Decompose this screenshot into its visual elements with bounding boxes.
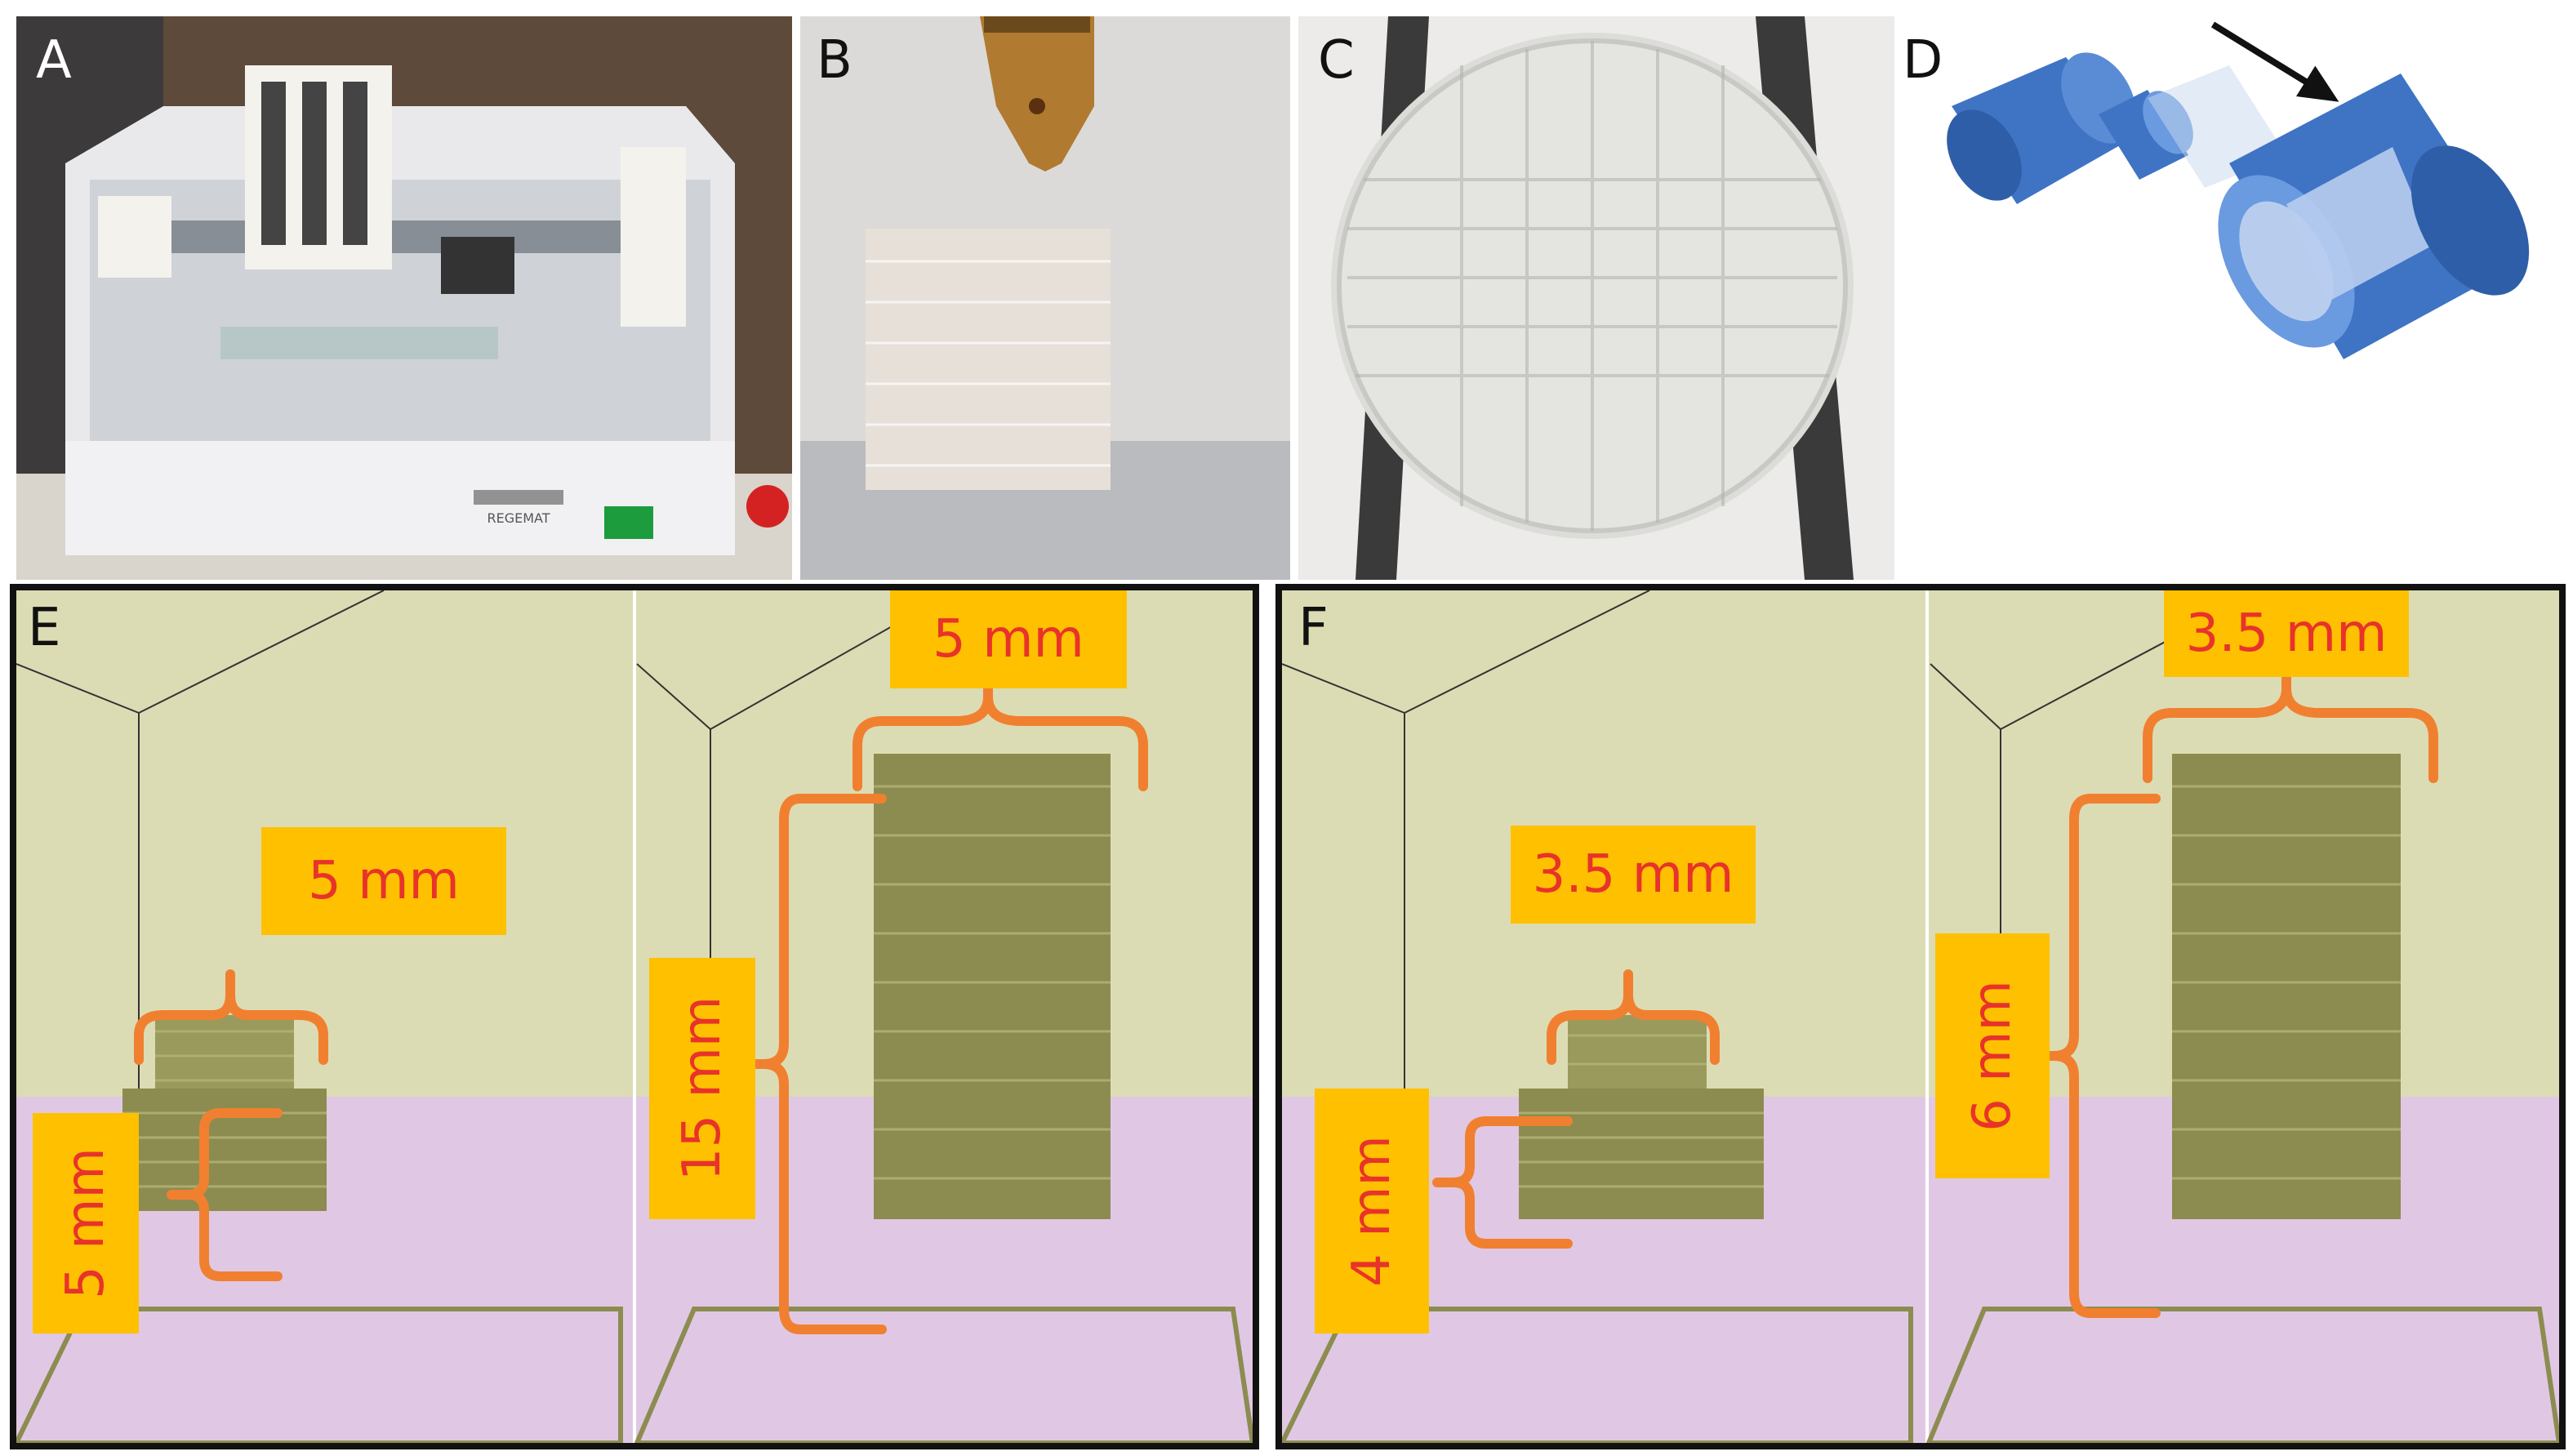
panel-f-right-width-label: 3.5 mm bbox=[2185, 603, 2388, 664]
panel-f-render: F 3.5 mm 4 mm 3.5 mm 6 mm bbox=[1282, 590, 2559, 1443]
panel-f-left-height-tag: 4 mm bbox=[1315, 1089, 1429, 1334]
panel-c-disc-photo: C bbox=[1298, 16, 1894, 580]
panel-a-label: A bbox=[36, 30, 72, 91]
panel-f-left-height-label: 4 mm bbox=[1342, 1135, 1402, 1287]
panel-f-right-height-tag: 6 mm bbox=[1935, 933, 2050, 1178]
panel-d-schematic: D bbox=[1903, 16, 2556, 580]
panel-e-left-width-tag: 5 mm bbox=[261, 827, 506, 935]
panel-f-label: F bbox=[1298, 598, 1329, 658]
panel-b-nozzle-photo: B bbox=[800, 16, 1290, 580]
panel-e-right-width-tag: 5 mm bbox=[890, 590, 1127, 688]
panel-f-frame bbox=[1275, 584, 2566, 1449]
printer-illustration: REGEMAT bbox=[16, 16, 792, 580]
panel-e-right-height-label: 15 mm bbox=[672, 995, 732, 1182]
panel-f-left-width-tag: 3.5 mm bbox=[1511, 826, 1756, 924]
panel-e-render: E 5 mm 5 mm 5 mm 15 mm bbox=[16, 590, 1253, 1443]
panel-c-label: C bbox=[1318, 30, 1355, 91]
panel-e-left-height-label: 5 mm bbox=[56, 1147, 116, 1299]
printer-brand-text: REGEMAT bbox=[487, 510, 550, 526]
panel-e-right-height-tag: 15 mm bbox=[649, 958, 755, 1219]
cylinder-fit-schematic bbox=[1947, 21, 2530, 359]
panel-a-printer-photo: REGEMAT A bbox=[16, 16, 792, 580]
panel-e-3d-render bbox=[16, 590, 1253, 1443]
panel-d-label: D bbox=[1903, 30, 1943, 91]
panel-f-left-width-label: 3.5 mm bbox=[1532, 844, 1734, 905]
panel-e-frame bbox=[10, 584, 1259, 1449]
panel-f-right-width-tag: 3.5 mm bbox=[2164, 590, 2409, 677]
printed-disc-illustration bbox=[1298, 16, 1894, 580]
panel-e-left-width-label: 5 mm bbox=[308, 851, 460, 911]
panel-b-label: B bbox=[817, 30, 852, 91]
nozzle-printing-illustration bbox=[800, 16, 1290, 580]
panel-f-right-height-label: 6 mm bbox=[1962, 980, 2023, 1132]
panel-e-label: E bbox=[28, 598, 61, 658]
panel-e-left-height-tag: 5 mm bbox=[33, 1113, 139, 1334]
panel-f-3d-render bbox=[1282, 590, 2559, 1443]
panel-e-right-width-label: 5 mm bbox=[933, 609, 1084, 670]
